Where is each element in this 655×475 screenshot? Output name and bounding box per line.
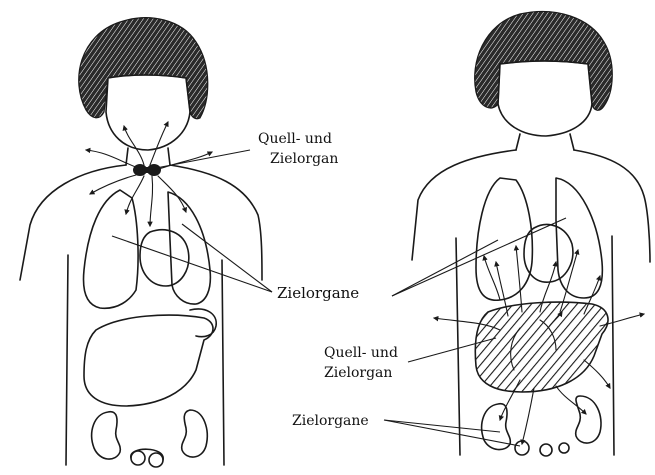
left-lung-right (168, 192, 210, 304)
left-kidney-left (92, 412, 121, 459)
left-heart (140, 230, 189, 286)
left-stomach-lobe (190, 309, 216, 337)
left-lung-left (84, 190, 139, 308)
right-lung-left (476, 178, 532, 300)
right-liver-source-organ (475, 302, 608, 392)
right-kidney-right (576, 396, 601, 443)
label-left-source-line2: Zielorgan (270, 151, 338, 167)
leader-left-source (156, 150, 250, 168)
right-bladder (515, 441, 569, 456)
left-figure (20, 18, 262, 467)
leader-right-targets-b (384, 420, 520, 446)
label-right-source-line1: Quell- und (324, 345, 398, 361)
left-liver (84, 315, 213, 406)
left-face (106, 75, 190, 150)
right-face (498, 61, 592, 136)
right-lung-right (556, 178, 602, 298)
left-kidney-right (182, 410, 208, 457)
label-left-source-line1: Quell- und (258, 131, 332, 147)
left-trunk-sides (66, 255, 224, 465)
right-torso-outline (412, 150, 650, 262)
right-kidney-left (482, 404, 511, 450)
left-bladder (131, 449, 163, 467)
label-center-targets: Zielorgane (277, 284, 359, 302)
label-right-targets: Zielorgane (292, 413, 369, 429)
leader-center-to-left-heart (182, 224, 272, 292)
label-right-source-line2: Zielorgan (324, 365, 392, 381)
leader-center-to-right-lung (392, 240, 498, 296)
